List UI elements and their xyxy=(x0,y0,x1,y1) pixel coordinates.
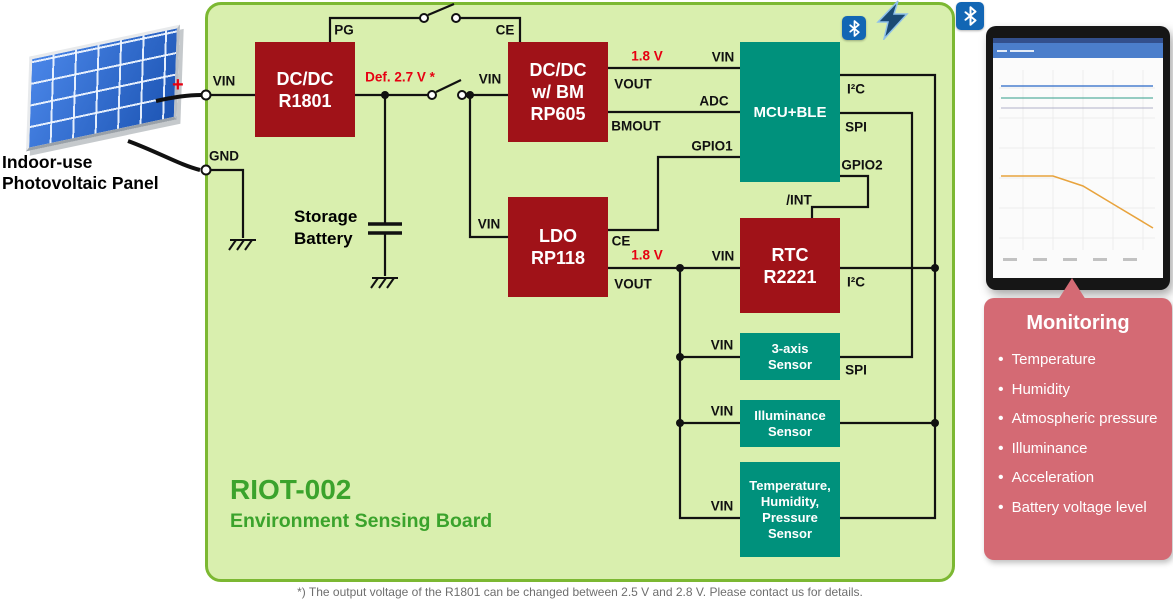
monitoring-item: • Battery voltage level xyxy=(998,493,1164,523)
monitoring-item: • Illuminance xyxy=(998,434,1164,464)
pin-label-ce-rp605: CE xyxy=(495,22,515,38)
monitoring-item: • Temperature xyxy=(998,345,1164,375)
block-label: MCU+BLE xyxy=(753,103,827,121)
pin-label-gpio2: GPIO2 xyxy=(841,157,883,173)
tablet-appbar xyxy=(993,43,1163,58)
block-label: R1801 xyxy=(278,90,332,111)
pin-label-ce-ldo: CE xyxy=(611,233,631,249)
photovoltaic-panel-image xyxy=(26,24,180,152)
pin-label-bmout: BMOUT xyxy=(611,118,661,134)
block-label: RTC xyxy=(771,244,809,265)
block-label: LDO xyxy=(539,226,577,246)
block-label: Humidity, xyxy=(760,493,820,509)
pin-label-1v8-ldo: 1.8 V xyxy=(631,247,663,263)
board-title: RIOT-002 xyxy=(230,474,352,505)
pin-label-pg: PG xyxy=(334,22,354,38)
tablet-chart xyxy=(999,70,1155,261)
pin-label-vin-illuminance: VIN xyxy=(710,403,734,419)
block-dcdc-rp605: DC/DC w/ BM RP605 xyxy=(508,42,608,142)
board-subtitle: Environment Sensing Board xyxy=(230,510,493,532)
monitoring-item-label: Atmospheric pressure xyxy=(1011,410,1158,427)
pin-label-vin-thp: VIN xyxy=(710,498,734,514)
lightning-icon xyxy=(876,0,909,40)
block-thp-sensor: Temperature, Humidity, Pressure Sensor xyxy=(740,462,840,557)
callout-tail xyxy=(1058,278,1086,300)
plus-terminal-label: + xyxy=(172,74,184,96)
block-label: R2221 xyxy=(763,266,817,287)
photovoltaic-panel-caption: Indoor-use Photovoltaic Panel xyxy=(2,152,159,193)
pin-label-vin-rp605: VIN xyxy=(478,71,502,87)
pin-label-int: /INT xyxy=(786,192,812,208)
block-label: 3-axis xyxy=(771,340,809,356)
pin-label-vin-input: VIN xyxy=(212,73,236,89)
block-dcdc-r1801: DC/DC R1801 xyxy=(255,42,355,137)
monitoring-item: • Atmospheric pressure xyxy=(998,404,1164,434)
monitoring-item-label: Temperature xyxy=(1011,351,1096,368)
bullet-icon: • xyxy=(998,410,1004,427)
monitoring-callout: Monitoring • Temperature • Humidity • Atmos… xyxy=(984,278,1172,560)
block-label: Sensor xyxy=(767,356,813,372)
block-label: w/ BM xyxy=(532,82,584,102)
pin-label-vin-ldo: VIN xyxy=(477,216,501,232)
monitoring-item-label: Humidity xyxy=(1011,380,1070,398)
pin-label-vout-ldo: VOUT xyxy=(614,276,652,292)
monitoring-item-label: Acceleration xyxy=(1011,469,1095,486)
monitoring-item: • Humidity xyxy=(998,375,1164,405)
bullet-icon: • xyxy=(998,380,1004,398)
bullet-icon: • xyxy=(998,498,1004,516)
pin-label-gnd: GND xyxy=(209,148,239,164)
pin-label-vin-rtc: VIN xyxy=(711,248,735,264)
footnote-text: *) The output voltage of the R1801 can b… xyxy=(297,585,863,599)
block-label: Sensor xyxy=(767,525,813,541)
pin-label-vin-mcu: VIN xyxy=(711,49,735,65)
pin-label-gpio1: GPIO1 xyxy=(691,138,733,154)
tablet-screen xyxy=(993,38,1163,278)
pin-label-default-voltage: Def. 2.7 V * xyxy=(365,69,435,85)
block-mcu-ble: MCU+BLE xyxy=(740,42,840,182)
block-3axis-sensor: 3-axis Sensor xyxy=(740,333,840,380)
bullet-icon: • xyxy=(998,469,1004,486)
block-ldo-rp118: LDO RP118 xyxy=(508,197,608,297)
monitoring-item: • Acceleration xyxy=(998,463,1164,493)
block-label: Pressure xyxy=(762,509,818,525)
bullet-icon: • xyxy=(998,351,1004,368)
pin-label-spi-3axis: SPI xyxy=(845,362,867,378)
bluetooth-icon xyxy=(842,16,866,40)
bullet-icon: • xyxy=(998,439,1004,457)
block-label: RP118 xyxy=(530,248,586,268)
monitoring-list: • Temperature • Humidity • Atmospheric pres… xyxy=(984,345,1172,522)
monitoring-item-label: Battery voltage level xyxy=(1011,498,1147,516)
pin-label-vout-rp605: VOUT xyxy=(614,76,652,92)
pin-label-i2c-rtc: I²C xyxy=(847,274,865,290)
block-label: DC/DC xyxy=(276,68,334,89)
monitoring-item-label: Illuminance xyxy=(1011,439,1088,457)
bluetooth-icon xyxy=(956,2,984,30)
pin-label-1v8-rp605: 1.8 V xyxy=(631,48,663,64)
block-label: Sensor xyxy=(767,423,813,439)
tablet-statusbar xyxy=(993,38,1163,43)
storage-battery-label: Storage Battery xyxy=(294,207,358,248)
block-label: DC/DC xyxy=(529,60,587,80)
tablet-device xyxy=(986,26,1170,290)
pin-label-i2c-mcu: I²C xyxy=(847,81,865,97)
monitoring-title: Monitoring xyxy=(1026,312,1130,334)
block-rtc-r2221: RTC R2221 xyxy=(740,218,840,313)
pin-label-spi-mcu: SPI xyxy=(845,119,867,135)
block-label: RP605 xyxy=(530,104,586,124)
pin-label-adc: ADC xyxy=(699,93,729,109)
block-label: Illuminance xyxy=(754,407,826,423)
block-label: Temperature, xyxy=(749,477,831,493)
pin-label-vin-3axis: VIN xyxy=(710,337,734,353)
block-illuminance-sensor: Illuminance Sensor xyxy=(740,400,840,447)
